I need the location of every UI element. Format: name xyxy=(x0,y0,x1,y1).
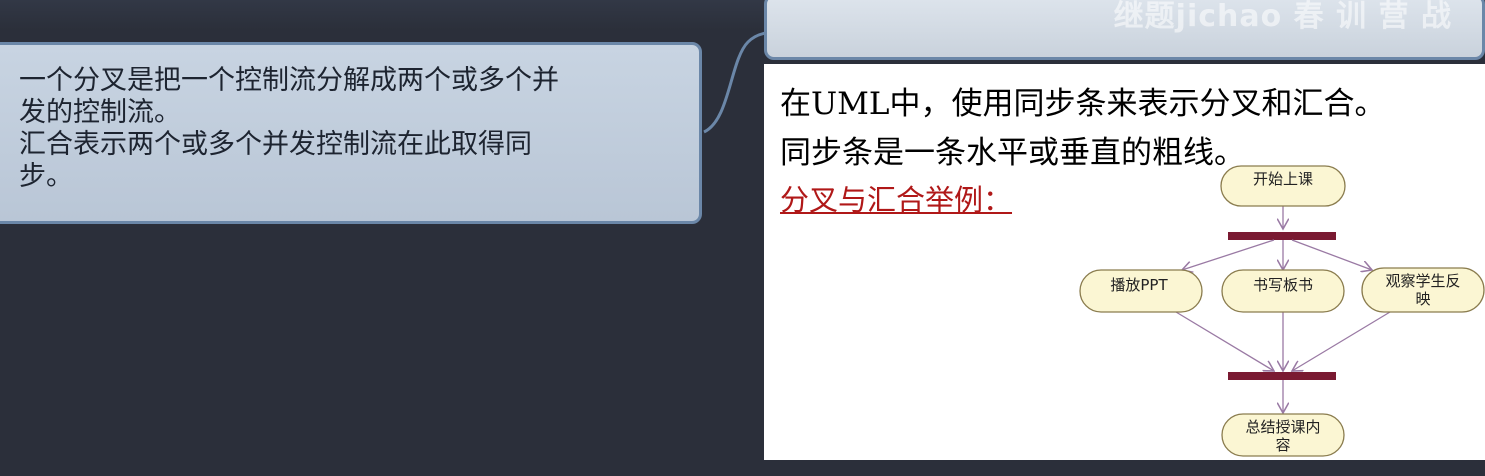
fork-bar xyxy=(1228,232,1336,240)
activity-start-node xyxy=(1220,165,1346,207)
activity-play-ppt-node xyxy=(1079,269,1203,313)
fork-join-activity-diagram: 开始上课 播放PPT 书写板书 观察学生反 映 总结授课内 容 xyxy=(1079,165,1485,457)
activity-summary-node xyxy=(1221,413,1345,457)
activity-blackboard-label: 书写板书 xyxy=(1253,276,1313,294)
topic-text-line-1: 一个分叉是把一个控制流分解成两个或多个并 xyxy=(19,65,559,96)
topic-text-line-3: 汇合表示两个或多个并发控制流在此取得同 xyxy=(19,129,532,160)
activity-start-label: 开始上课 xyxy=(1253,170,1313,188)
flow-act3-to-join xyxy=(1292,311,1391,371)
example-title: 分叉与汇合举例： xyxy=(780,183,1013,217)
activity-observe-label-1: 观察学生反 xyxy=(1385,272,1460,290)
mindmap-topic-node[interactable]: 一个分叉是把一个控制流分解成两个或多个并 发的控制流。 汇合表示两个或多个并发控… xyxy=(0,42,702,224)
topic-text-line-4: 步。 xyxy=(19,161,73,192)
activity-observe-node xyxy=(1361,267,1485,313)
slide-text-line-1: 在UML中，使用同步条来表示分叉和汇合。 xyxy=(780,86,1386,122)
flow-fork-to-act3 xyxy=(1291,239,1372,270)
slide-header-bar: 继题jichao 春 训 营 战 xyxy=(764,0,1485,60)
join-bar xyxy=(1228,372,1336,380)
activity-blackboard-node xyxy=(1221,269,1345,313)
watermark: 继题jichao 春 训 营 战 xyxy=(1113,0,1452,34)
slide-image: 在UML中，使用同步条来表示分叉和汇合。 同步条是一条水平或垂直的粗线。 分叉与… xyxy=(764,64,1485,460)
mindmap-connector xyxy=(703,31,767,134)
flow-act1-to-join xyxy=(1175,311,1274,371)
activity-play-ppt-label: 播放PPT xyxy=(1110,276,1168,294)
flow-fork-to-act1 xyxy=(1182,239,1275,270)
activity-summary-label-1: 总结授课内 xyxy=(1245,418,1320,436)
topic-text-line-2: 发的控制流。 xyxy=(19,97,181,128)
activity-observe-label-2: 映 xyxy=(1415,290,1430,308)
slide-text-line-2: 同步条是一条水平或垂直的粗线。 xyxy=(780,135,1245,171)
activity-summary-label-2: 容 xyxy=(1275,436,1290,454)
